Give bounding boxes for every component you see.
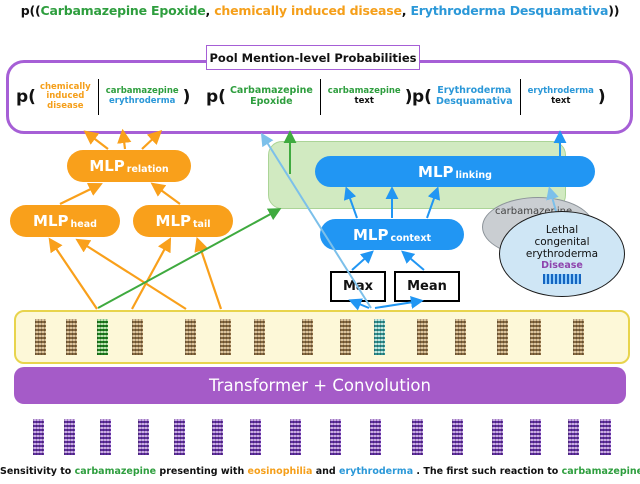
text-segment: p(( bbox=[20, 3, 41, 18]
token-purple bbox=[600, 419, 611, 455]
token-tan bbox=[302, 319, 313, 355]
text-segment: . The first such reaction to bbox=[413, 466, 562, 477]
prob-expression-tail-linking: p( Erythroderma Desquamativa erythroderm… bbox=[412, 71, 606, 123]
text-segment: Erythroderma Desquamativa bbox=[410, 3, 609, 18]
token-tan bbox=[340, 319, 351, 355]
text-segment: )) bbox=[608, 3, 620, 18]
transformer-encoder-box: Transformer + Convolution bbox=[14, 367, 626, 404]
text-segment: Sensitivity to bbox=[0, 466, 75, 477]
tail-mention-stack: erythroderma text bbox=[527, 86, 594, 106]
text-segment: erythroderma bbox=[339, 466, 414, 477]
token-purple bbox=[492, 419, 503, 455]
token-purple bbox=[250, 419, 261, 455]
token-purple bbox=[530, 419, 541, 455]
token-purple bbox=[174, 419, 185, 455]
token-purple bbox=[452, 419, 463, 455]
open-paren: p( bbox=[16, 87, 36, 107]
token-purple bbox=[330, 419, 341, 455]
text-segment: , bbox=[205, 3, 215, 18]
token-teal bbox=[374, 319, 385, 355]
mean-pooling-box: Mean bbox=[394, 271, 460, 302]
mention-pair-stack: carbamazepine erythroderma bbox=[105, 86, 179, 106]
max-pooling-box: Max bbox=[330, 271, 386, 302]
text-segment: and bbox=[312, 466, 340, 477]
token-purple bbox=[100, 419, 111, 455]
token-tan bbox=[66, 319, 77, 355]
token-purple bbox=[138, 419, 149, 455]
pool-probabilities-box: Pool Mention-level Probabilities bbox=[206, 45, 420, 70]
close-paren: ) bbox=[404, 87, 413, 107]
text-segment: presenting with bbox=[156, 466, 248, 477]
token-tan bbox=[132, 319, 143, 355]
token-tan bbox=[185, 319, 196, 355]
conditional-bar bbox=[319, 79, 321, 115]
paper-title-expression: p((Carbamazepine Epoxide, chemically ind… bbox=[0, 3, 640, 18]
candidate-ellipse-front: Lethal congenital erythroderma Disease bbox=[499, 211, 625, 297]
text-segment: carbamazepine bbox=[561, 466, 640, 477]
close-paren: ) bbox=[182, 87, 191, 107]
text-segment: eosinophilia bbox=[247, 466, 313, 477]
token-purple bbox=[64, 419, 75, 455]
token-tan bbox=[573, 319, 584, 355]
token-tan bbox=[530, 319, 541, 355]
token-purple bbox=[412, 419, 423, 455]
close-paren: ) bbox=[597, 87, 606, 107]
head-entity-stack: Carbamazepine Epoxide bbox=[229, 85, 313, 107]
candidate-type-label: Disease bbox=[541, 260, 583, 272]
token-green bbox=[97, 319, 108, 355]
text-segment: chemically induced disease bbox=[214, 3, 402, 18]
token-purple bbox=[290, 419, 301, 455]
token-purple bbox=[568, 419, 579, 455]
token-purple bbox=[370, 419, 381, 455]
prob-expression-relation: p( chemically induced disease carbamazep… bbox=[16, 71, 190, 123]
embedding-token-row bbox=[14, 412, 626, 455]
text-segment: Carbamazepine Epoxide bbox=[40, 3, 206, 18]
open-paren: p( bbox=[412, 87, 432, 107]
open-paren: p( bbox=[206, 87, 226, 107]
prob-expression-head-linking: p( Carbamazepine Epoxide carbamazepine t… bbox=[206, 71, 412, 123]
token-purple bbox=[33, 419, 44, 455]
token-tan bbox=[417, 319, 428, 355]
text-segment: carbamazepine bbox=[74, 466, 157, 477]
head-mention-stack: carbamazepine text bbox=[327, 86, 401, 106]
pool-probabilities-label: Pool Mention-level Probabilities bbox=[209, 50, 417, 65]
token-tan bbox=[35, 319, 46, 355]
token-tan bbox=[254, 319, 265, 355]
token-tan bbox=[220, 319, 231, 355]
tail-entity-stack: Erythroderma Desquamativa bbox=[435, 85, 513, 107]
candidate-embedding-token bbox=[543, 274, 581, 285]
conditional-bar bbox=[97, 79, 99, 115]
token-purple bbox=[212, 419, 223, 455]
text-segment: , bbox=[401, 3, 411, 18]
relation-label-stack: chemically induced disease bbox=[39, 81, 91, 111]
candidate-name: Lethal congenital erythroderma bbox=[525, 223, 599, 261]
input-sentence: Sensitivity to carbamazepine presenting … bbox=[0, 466, 640, 477]
input-token-bar bbox=[14, 310, 630, 364]
conditional-bar bbox=[519, 79, 521, 115]
token-tan bbox=[455, 319, 466, 355]
token-tan bbox=[497, 319, 508, 355]
